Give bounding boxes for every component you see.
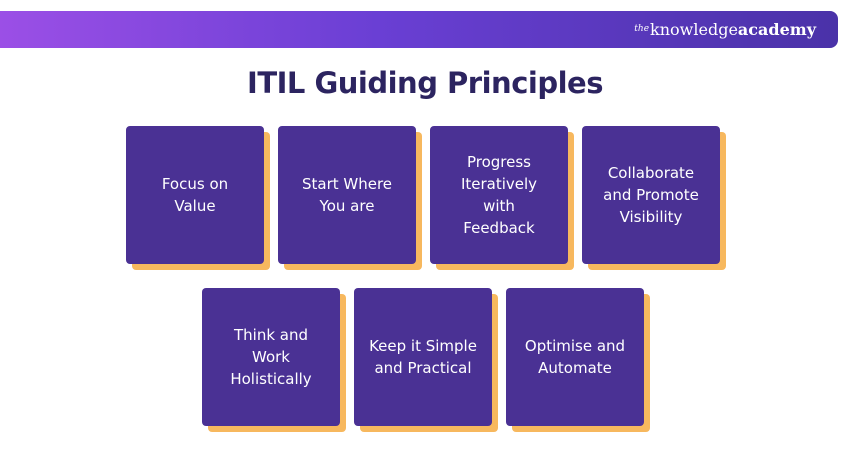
- brand-knowledge: knowledge: [650, 20, 738, 39]
- principle-card-focus-on-value: Focus on Value: [126, 126, 264, 264]
- principle-label: Keep it Simple and Practical: [369, 337, 477, 377]
- brand-prefix: the: [634, 24, 650, 34]
- principle-label: Think and Work Holistically: [230, 326, 312, 388]
- principle-card-optimise-automate: Optimise and Automate: [506, 288, 644, 426]
- principle-label: Optimise and Automate: [524, 337, 626, 377]
- principle-label: Start Where You are: [301, 175, 393, 215]
- principle-card-keep-it-simple: Keep it Simple and Practical: [354, 288, 492, 426]
- top-banner: theknowledgeacademy: [0, 11, 838, 48]
- brand-logo: theknowledgeacademy: [634, 19, 816, 40]
- principle-label: Focus on Value: [161, 175, 229, 215]
- brand-academy: academy: [737, 20, 816, 39]
- principle-card-start-where-you-are: Start Where You are: [278, 126, 416, 264]
- principle-card-progress-iteratively: Progress Iteratively with Feedback: [430, 126, 568, 264]
- principle-label: Collaborate and Promote Visibility: [603, 164, 699, 226]
- principle-card-think-holistically: Think and Work Holistically: [202, 288, 340, 426]
- principle-label: Progress Iteratively with Feedback: [460, 153, 538, 237]
- page-title: ITIL Guiding Principles: [247, 66, 603, 100]
- principle-card-collaborate: Collaborate and Promote Visibility: [582, 126, 720, 264]
